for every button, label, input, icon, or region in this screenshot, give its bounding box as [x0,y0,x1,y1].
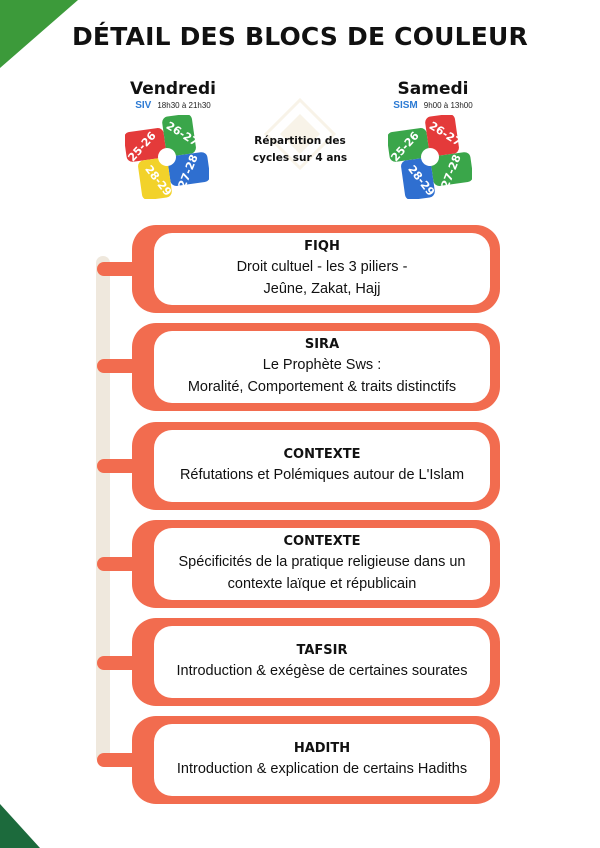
block-contexte-2: CONTEXTE Spécificités de la pratique rel… [132,520,500,608]
timeline-bar [96,256,110,764]
block-title: SIRA [304,336,340,352]
block-description: Droit cultuel - les 3 piliers - Jeûne, Z… [237,256,408,300]
block-description: Le Prophète Sws : Moralité, Comportement… [188,354,456,398]
cycle-pinwheel-friday: 25-26 26-27 27-28 28-29 [125,115,209,199]
cycle-block-green [162,115,196,157]
block-content: TAFSIR Introduction & exégèse de certain… [154,626,490,698]
block-content: SIRA Le Prophète Sws : Moralité, Comport… [154,331,490,403]
cycle-pinwheel-saturday: 25-26 26-27 27-28 28-29 [388,115,472,199]
corner-decoration-bottom-left [0,804,40,848]
block-title: HADITH [293,740,351,756]
day-name: Vendredi [130,79,216,99]
block-line: Introduction & explication de certains H… [176,760,468,777]
watermark-logo-icon [263,97,337,171]
block-contexte-1: CONTEXTE Réfutations et Polémiques autou… [132,422,500,510]
block-content: CONTEXTE Réfutations et Polémiques autou… [154,430,490,502]
corner-decoration-top-left [0,0,78,68]
day-name: Samedi [397,79,469,99]
block-line: Jeûne, Zakat, Hajj [263,280,381,297]
page-title: DÉTAIL DES BLOCS DE COULEUR [71,22,529,51]
cycle-block-blue [167,152,209,186]
block-line: Le Prophète Sws : [262,356,382,373]
block-tafsir: TAFSIR Introduction & exégèse de certain… [132,618,500,706]
block-line: Spécificités de la pratique religieuse d… [178,553,466,570]
block-content: HADITH Introduction & explication de cer… [154,724,490,796]
day-friday: Vendredi SIV 18h30 à 21h30 [120,79,226,111]
cycle-distribution-label: Répartition des cycles sur 4 ans [252,135,348,164]
day-code: SISM [393,100,418,111]
block-line: Moralité, Comportement & traits distinct… [187,378,457,395]
cycle-block-green [430,152,472,186]
block-fiqh: FIQH Droit cultuel - les 3 piliers - Jeû… [132,225,500,313]
block-content: FIQH Droit cultuel - les 3 piliers - Jeû… [154,233,490,305]
day-saturday: Samedi SISM 9h00 à 13h00 [378,79,488,111]
block-title: FIQH [304,238,340,254]
cycle-block-yellow [138,157,172,199]
day-time: 18h30 à 21h30 [157,101,211,110]
day-schedule: SISM 9h00 à 13h00 [378,100,488,111]
cycle-block-green [388,128,430,162]
block-title: CONTEXTE [283,446,361,462]
block-line: Introduction & exégèse de certaines sour… [176,662,468,679]
block-description: Introduction & exégèse de certaines sour… [177,660,468,682]
block-hadith: HADITH Introduction & explication de cer… [132,716,500,804]
block-line: Droit cultuel - les 3 piliers - [236,258,408,275]
block-line: Réfutations et Polémiques autour de L'Is… [179,466,465,483]
block-content: CONTEXTE Spécificités de la pratique rel… [154,528,490,600]
cycle-block-blue [401,157,435,199]
block-description: Réfutations et Polémiques autour de L'Is… [180,464,464,486]
block-sira: SIRA Le Prophète Sws : Moralité, Comport… [132,323,500,411]
day-code: SIV [135,100,152,111]
day-schedule: SIV 18h30 à 21h30 [120,100,226,111]
block-line: contexte laïque et républicain [227,575,417,592]
cycle-block-red [125,128,167,162]
block-description: Spécificités de la pratique religieuse d… [179,551,466,595]
day-time: 9h00 à 13h00 [423,101,473,110]
block-title: CONTEXTE [283,533,361,549]
block-description: Introduction & explication de certains H… [177,758,467,780]
cycle-block-red [425,115,459,157]
block-title: TAFSIR [296,642,348,658]
